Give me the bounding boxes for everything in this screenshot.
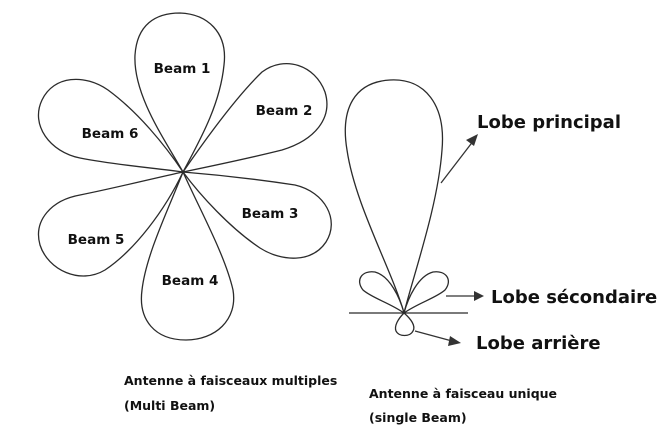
beam-5-label: Beam 5: [68, 232, 125, 248]
main-lobe-arrow: [440, 139, 475, 184]
multi-beam-pattern: Beam 1 Beam 2 Beam 3 Beam 4 Beam 5 Beam …: [37, 12, 332, 341]
beam-2-label: Beam 2: [256, 103, 313, 119]
beam-4-lobe: [140, 170, 235, 341]
single-beam-caption-line1: Antenne à faisceau unique: [369, 386, 557, 401]
side-lobe-arrowhead: [474, 291, 484, 301]
beam-2-lobe: [181, 63, 328, 173]
main-lobe-label: Lobe principal: [477, 112, 621, 133]
main-lobe-arrowhead: [466, 134, 478, 146]
back-lobe-label: Lobe arrière: [476, 333, 601, 354]
back-lobe-arrowhead: [448, 336, 461, 346]
beam-1-label: Beam 1: [154, 61, 211, 77]
beam-1-lobe: [134, 12, 226, 174]
multi-beam-caption-line2: (Multi Beam): [124, 398, 215, 413]
single-beam-pattern: Lobe principal Lobe sécondaire Lobe arri…: [344, 79, 657, 354]
beam-3-lobe: [181, 171, 332, 259]
multi-beam-caption-line1: Antenne à faisceaux multiples: [124, 373, 337, 388]
beam-5-lobe: [38, 171, 185, 277]
back-lobe-arrow: [414, 330, 453, 342]
beam-3-label: Beam 3: [242, 206, 299, 222]
side-lobe-left: [359, 271, 406, 315]
beam-4-label: Beam 4: [162, 273, 219, 289]
main-lobe: [344, 79, 444, 316]
side-lobe-right: [402, 271, 449, 315]
single-beam-caption-line2: (single Beam): [369, 410, 467, 425]
beam-6-lobe: [37, 78, 185, 173]
beam-6-label: Beam 6: [82, 126, 139, 142]
back-lobe: [394, 312, 415, 337]
side-lobe-label: Lobe sécondaire: [491, 287, 657, 308]
